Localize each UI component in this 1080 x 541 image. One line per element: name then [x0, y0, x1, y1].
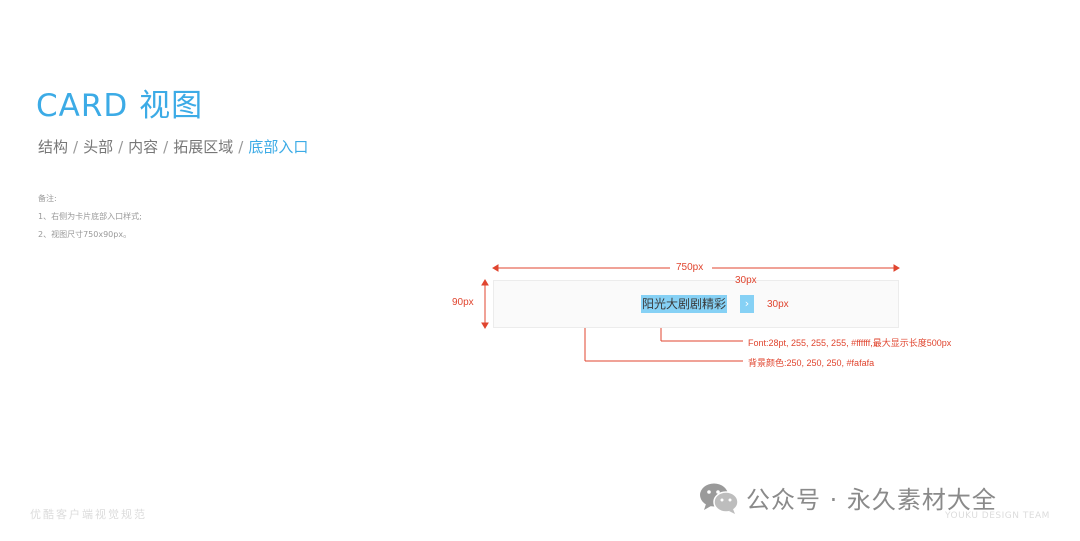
breadcrumb-separator: /: [163, 138, 169, 156]
notes-line-1: 1、右侧为卡片底部入口样式;: [38, 212, 142, 221]
width-dimension-label: 750px: [676, 262, 704, 273]
notes: 备注: 1、右侧为卡片底部入口样式; 2、视图尺寸750x90px。: [38, 190, 142, 244]
card-entry-text[interactable]: 阳光大剧剧精彩: [641, 295, 728, 313]
footer-brand-text: 优酷客户端视觉规范: [30, 508, 147, 521]
height-dimension-label: 90px: [452, 297, 474, 308]
icon-width-label: 30px: [735, 275, 757, 286]
breadcrumb-separator: /: [238, 138, 244, 156]
breadcrumb-separator: /: [73, 138, 79, 156]
breadcrumb-item-header[interactable]: 头部: [83, 138, 114, 156]
notes-heading: 备注:: [38, 194, 57, 203]
breadcrumb-item-footer-entry[interactable]: 底部入口: [248, 138, 309, 156]
font-annotation: Font:28pt, 255, 255, 255, #ffffff,最大显示长度…: [748, 338, 952, 348]
notes-line-2: 2、视图尺寸750x90px。: [38, 230, 132, 239]
breadcrumb-item-content[interactable]: 内容: [128, 138, 159, 156]
breadcrumb-separator: /: [118, 138, 124, 156]
watermark: 公众号 · 永久素材大全: [698, 480, 997, 515]
breadcrumb-item-structure[interactable]: 结构: [38, 138, 69, 156]
chevron-right-icon[interactable]: ›: [740, 295, 754, 313]
icon-height-label: 30px: [767, 299, 789, 310]
background-annotation: 背景颜色:250, 250, 250, #fafafa: [748, 358, 875, 368]
page-title: CARD 视图: [36, 88, 204, 124]
wechat-icon: [700, 483, 739, 514]
footer-team-text: YOUKU DESIGN TEAM: [945, 511, 1050, 521]
breadcrumb: 结构/头部/内容/拓展区域/底部入口: [38, 136, 308, 157]
breadcrumb-item-extension[interactable]: 拓展区域: [173, 138, 234, 156]
watermark-text: 公众号 · 永久素材大全: [746, 486, 997, 514]
